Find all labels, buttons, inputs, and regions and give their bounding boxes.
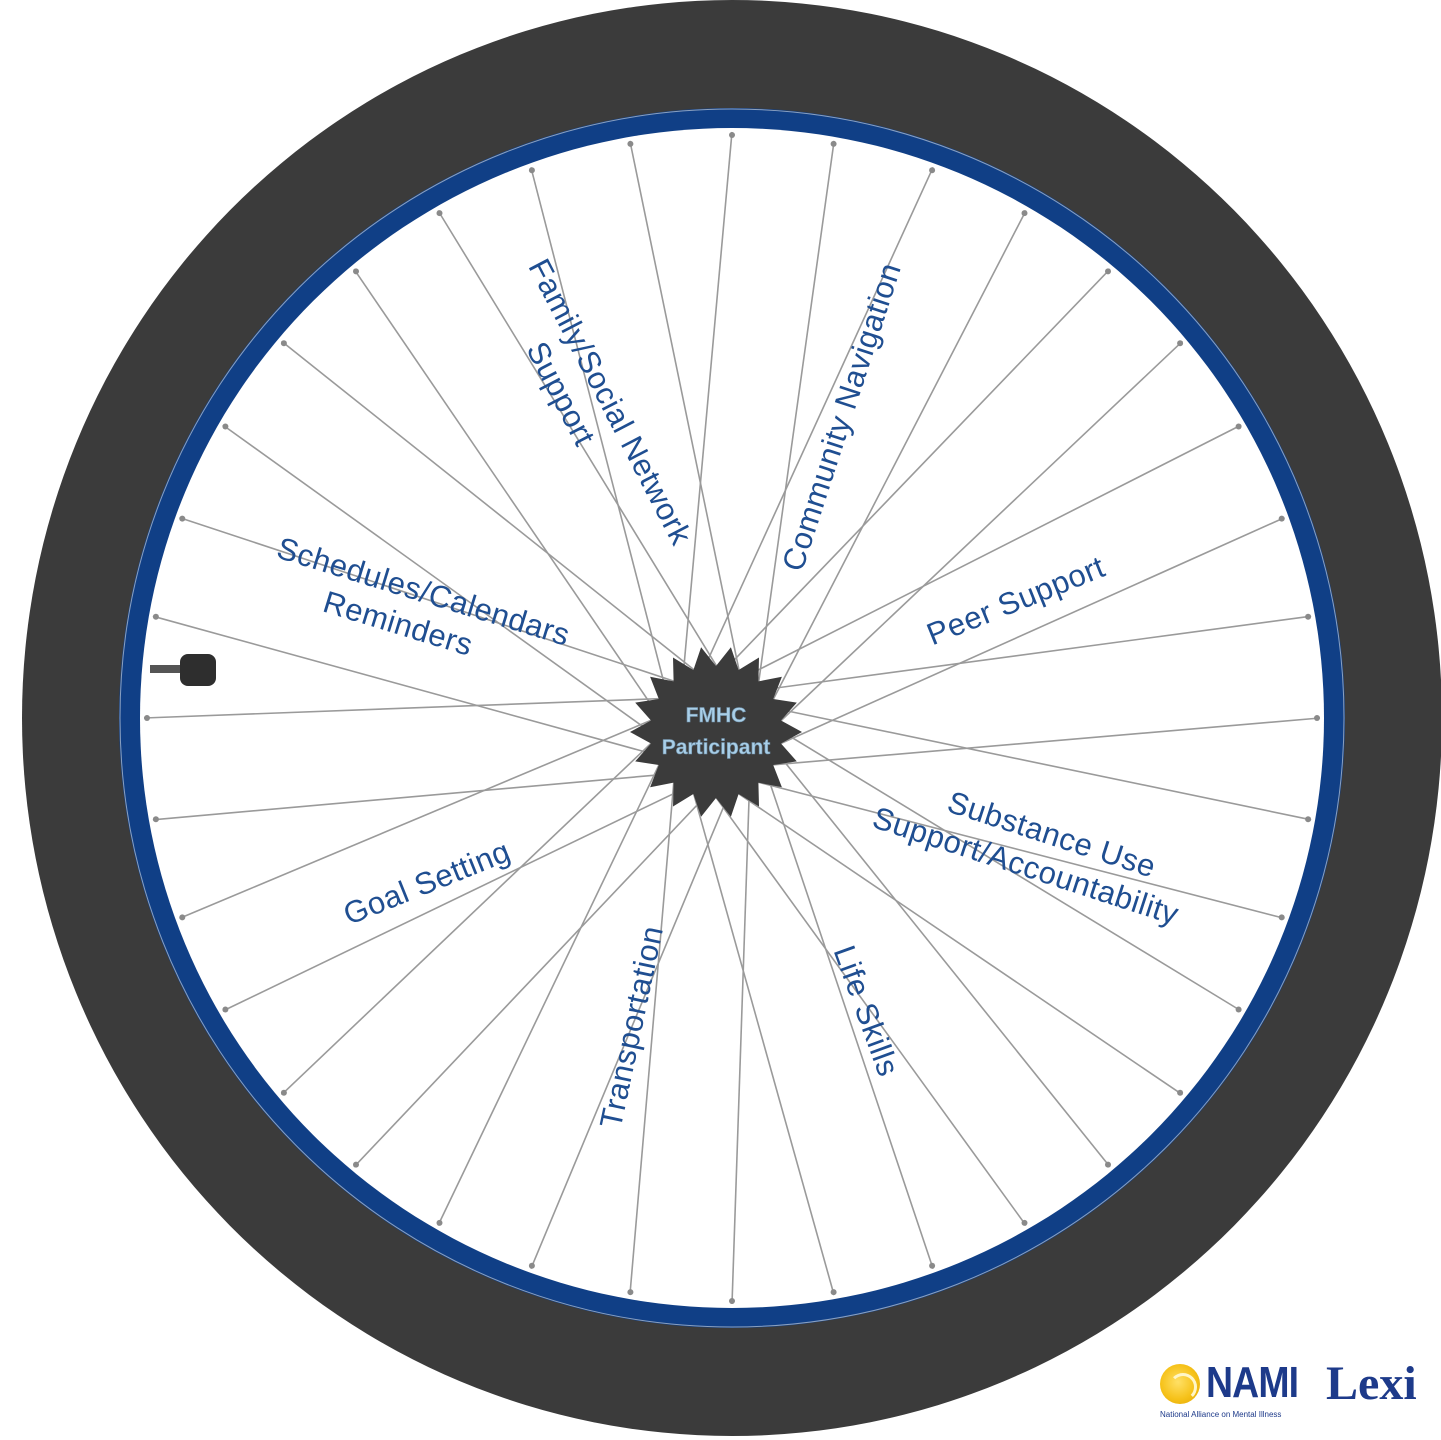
spoke: [773, 725, 1242, 1012]
spoke: [773, 340, 1183, 729]
spoke-nipple: [179, 914, 186, 921]
spoke: [530, 167, 669, 700]
spoke-nipple: [627, 140, 634, 147]
spoke-nipple: [1278, 914, 1285, 921]
spoke-nipple: [929, 1262, 936, 1269]
spoke: [756, 140, 835, 692]
nami-logo-icon: [1160, 1364, 1200, 1404]
spoke-nipple: [222, 423, 229, 430]
valve-stem: [150, 654, 216, 686]
spoke: [681, 131, 733, 685]
spoke-nipple: [929, 167, 936, 174]
spoke-nipple: [144, 715, 150, 721]
hub-gear: [630, 647, 802, 817]
spokes: [143, 131, 1321, 1305]
spoke: [763, 764, 934, 1269]
spoke: [771, 516, 1285, 749]
spoke-nipple: [1105, 1161, 1111, 1168]
spoke-nipple: [1177, 340, 1184, 347]
spoke: [730, 787, 1183, 1096]
hub-label-line2: Participant: [662, 736, 771, 759]
spoke: [222, 784, 693, 1012]
rim-edge: [119, 108, 1345, 1328]
spoke: [222, 424, 659, 739]
spoke-nipple: [152, 816, 159, 823]
hub-label-line1: FMHC: [686, 704, 747, 727]
spoke-nipple: [222, 1006, 229, 1013]
spoke: [739, 424, 1242, 680]
spoke: [281, 340, 702, 677]
spoke: [763, 717, 1321, 767]
spoke: [756, 615, 1312, 692]
spoke-nipple: [1235, 1006, 1242, 1013]
spoke-nipple: [353, 268, 359, 275]
spoke: [179, 715, 661, 920]
nami-lexi-logo: NAMI Lexi National Alliance on Mental Il…: [1156, 1357, 1441, 1428]
logo-lexi-text: Lexi: [1326, 1357, 1417, 1410]
spoke: [353, 268, 661, 718]
spoke-nipple: [436, 1219, 443, 1226]
spoke-nipple: [1278, 515, 1285, 522]
spoke-nipple: [436, 210, 443, 217]
spoke: [437, 755, 664, 1226]
spoke: [699, 166, 934, 677]
spoke-nipple: [627, 1289, 634, 1296]
spoke-nipple: [1021, 210, 1028, 217]
spoke: [152, 772, 676, 821]
spoke-nipple: [729, 132, 735, 138]
spoke-nipple: [1105, 268, 1111, 275]
spoke-nipple: [528, 167, 535, 174]
logo-nami-text: NAMI: [1206, 1358, 1299, 1407]
spoke-nipple: [1021, 1219, 1028, 1226]
spoke: [179, 516, 684, 685]
spoke-nipple: [1177, 1089, 1184, 1096]
spoke: [530, 787, 733, 1270]
spoke-nipple: [280, 1089, 287, 1096]
spoke: [690, 784, 835, 1296]
spoke-nipple: [152, 613, 159, 620]
spoke-nipple: [1235, 423, 1242, 430]
spoke: [629, 140, 742, 680]
spoke: [353, 789, 713, 1168]
spoke-nipple: [729, 1298, 735, 1304]
spoke: [748, 779, 1285, 920]
spoke-nipple: [830, 1289, 837, 1296]
spoke: [629, 772, 676, 1296]
spoke: [768, 706, 1312, 821]
spoke-nipple: [528, 1262, 535, 1269]
spoke: [771, 745, 1111, 1168]
spoke-nipple: [353, 1161, 359, 1168]
spoke-nipple: [179, 515, 186, 522]
spoke: [281, 735, 659, 1096]
spoke-nipple: [1305, 816, 1312, 823]
spoke: [768, 210, 1027, 709]
spoke: [152, 615, 664, 758]
spoke: [143, 697, 669, 719]
spoke: [437, 210, 723, 675]
spoke-nipple: [280, 340, 287, 347]
spoke: [709, 789, 1027, 1226]
spoke: [719, 268, 1111, 675]
spoke-nipple: [830, 140, 837, 147]
spoke-nipple: [1305, 613, 1312, 620]
spoke: [731, 779, 751, 1305]
logo-tagline: National Alliance on Mental Illness: [1160, 1410, 1282, 1419]
spoke-nipple: [1314, 715, 1320, 721]
hub: FMHC Participant: [630, 647, 802, 817]
